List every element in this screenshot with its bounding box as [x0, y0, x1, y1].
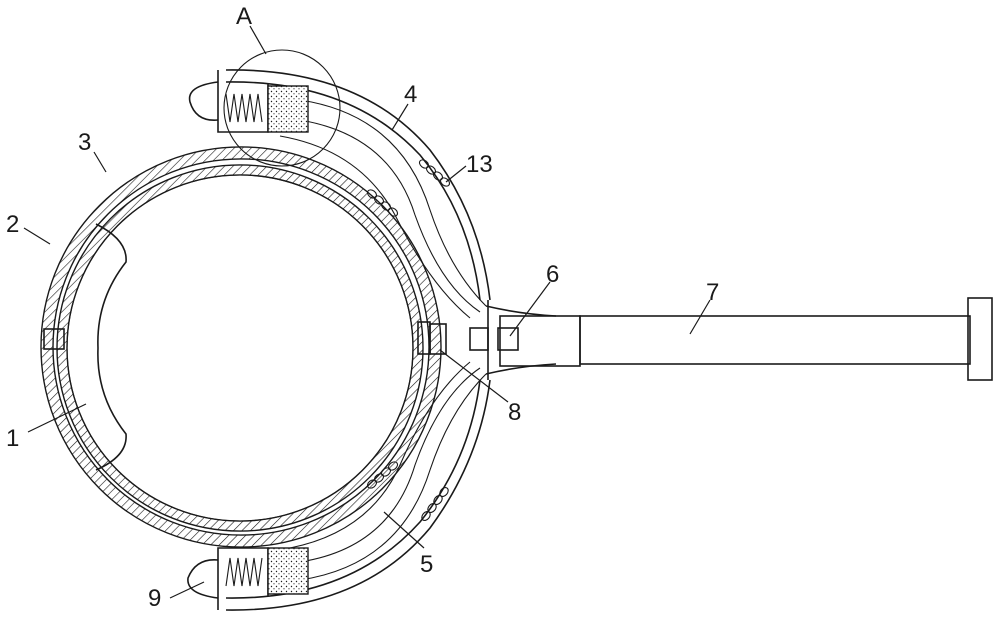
- leader-2: [23, 227, 51, 245]
- leader-13: [445, 165, 467, 183]
- label-4: 4: [404, 81, 417, 108]
- label-1: 1: [6, 425, 19, 452]
- label-9: 9: [148, 585, 161, 612]
- label-7: 7: [706, 279, 719, 306]
- outer-hatched-ring: [40, 146, 442, 548]
- beads-13-lower: [366, 461, 449, 521]
- label-13: 13: [466, 151, 493, 178]
- leader-9: [169, 581, 205, 599]
- lower-arm-outer: [225, 379, 491, 611]
- lower-cable-1: [299, 373, 487, 581]
- socket-6: [499, 315, 581, 367]
- label-5: 5: [420, 551, 433, 578]
- inner-bore-circle: [66, 174, 414, 522]
- leader-4: [391, 103, 409, 131]
- lower-cable-2: [299, 367, 481, 563]
- leader-8: [439, 349, 509, 403]
- lower-cable-3: [289, 361, 471, 549]
- upper-pad: [267, 85, 309, 133]
- fork-upper: [485, 305, 557, 317]
- junction-block: [469, 327, 489, 351]
- detail-circle-a: [223, 49, 341, 167]
- socket-6-inner: [497, 327, 519, 351]
- left-block: [43, 328, 65, 350]
- label-3: 3: [78, 129, 91, 156]
- fork-lower: [485, 363, 557, 375]
- lower-knob: [187, 559, 219, 599]
- handle-rod: [579, 315, 971, 365]
- leader-3: [93, 151, 107, 173]
- leader-6: [509, 281, 551, 337]
- lower-spring: [225, 557, 263, 587]
- inner-hatched-ring: [56, 164, 424, 532]
- upper-knob: [188, 81, 219, 121]
- label-a: A: [236, 3, 252, 30]
- leader-7: [689, 299, 711, 335]
- upper-cable-2: [299, 119, 481, 313]
- beads-13-upper: [366, 159, 451, 217]
- right-block-outer: [429, 323, 447, 355]
- lower-pad: [267, 547, 309, 595]
- upper-arm-outer: [225, 69, 491, 301]
- leader-1: [27, 403, 87, 433]
- leader-5: [383, 511, 425, 549]
- label-6: 6: [546, 261, 559, 288]
- upper-spring: [225, 93, 263, 123]
- leader-a: [249, 25, 267, 55]
- label-2: 2: [6, 211, 19, 238]
- clamp-pad: [95, 223, 127, 471]
- upper-cable-1: [299, 99, 487, 307]
- handle-end-cap: [967, 297, 993, 381]
- label-8: 8: [508, 399, 521, 426]
